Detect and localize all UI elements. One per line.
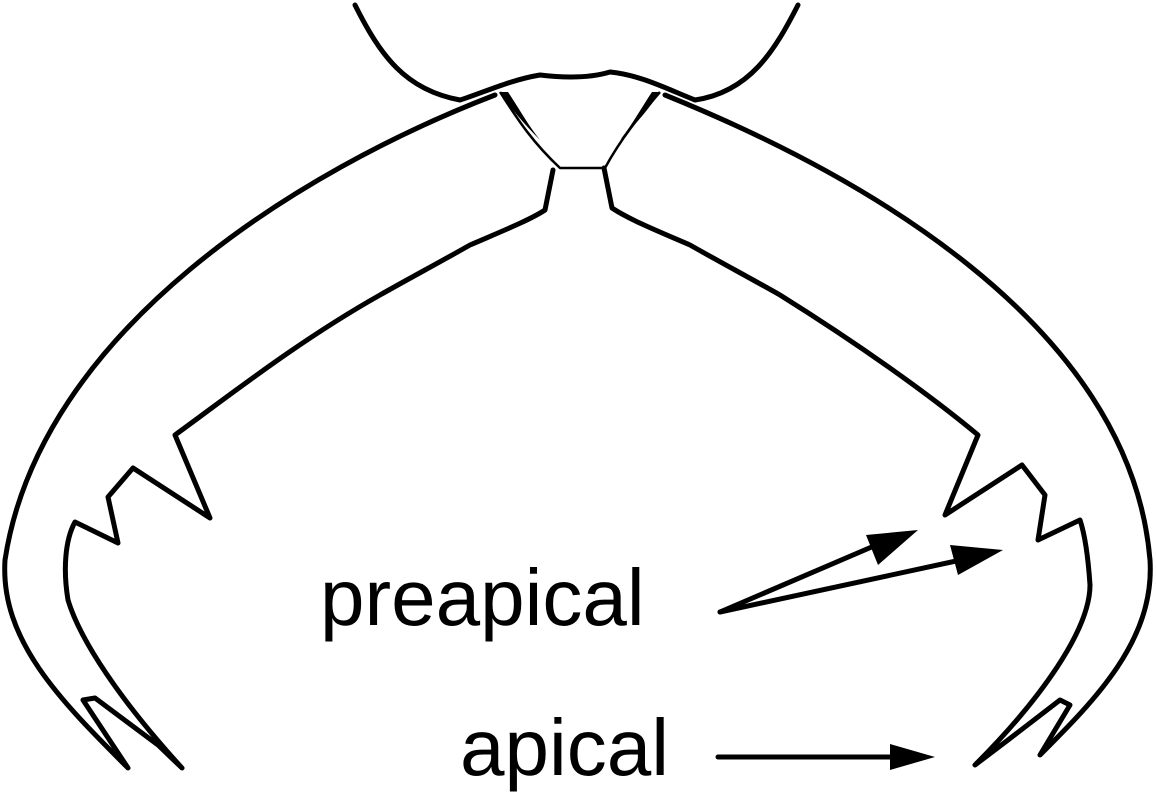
preapical-arrow-upper-head xyxy=(866,530,918,565)
basal-plate-left-shading xyxy=(500,92,540,140)
apical-arrow-head xyxy=(890,744,935,770)
preapical-arrow-lower-head xyxy=(950,545,1003,575)
basal-plate xyxy=(498,91,661,170)
preapical-arrow-lower-line xyxy=(717,555,973,615)
apical-label: apical xyxy=(460,703,669,792)
basal-plate-right-shading xyxy=(620,92,660,140)
right-clasper-outline xyxy=(601,92,1153,768)
preapical-arrow-upper-line xyxy=(717,537,891,615)
head-capsule-outline xyxy=(352,2,801,103)
left-clasper-outline xyxy=(2,92,556,771)
preapical-label: preapical xyxy=(320,553,645,642)
